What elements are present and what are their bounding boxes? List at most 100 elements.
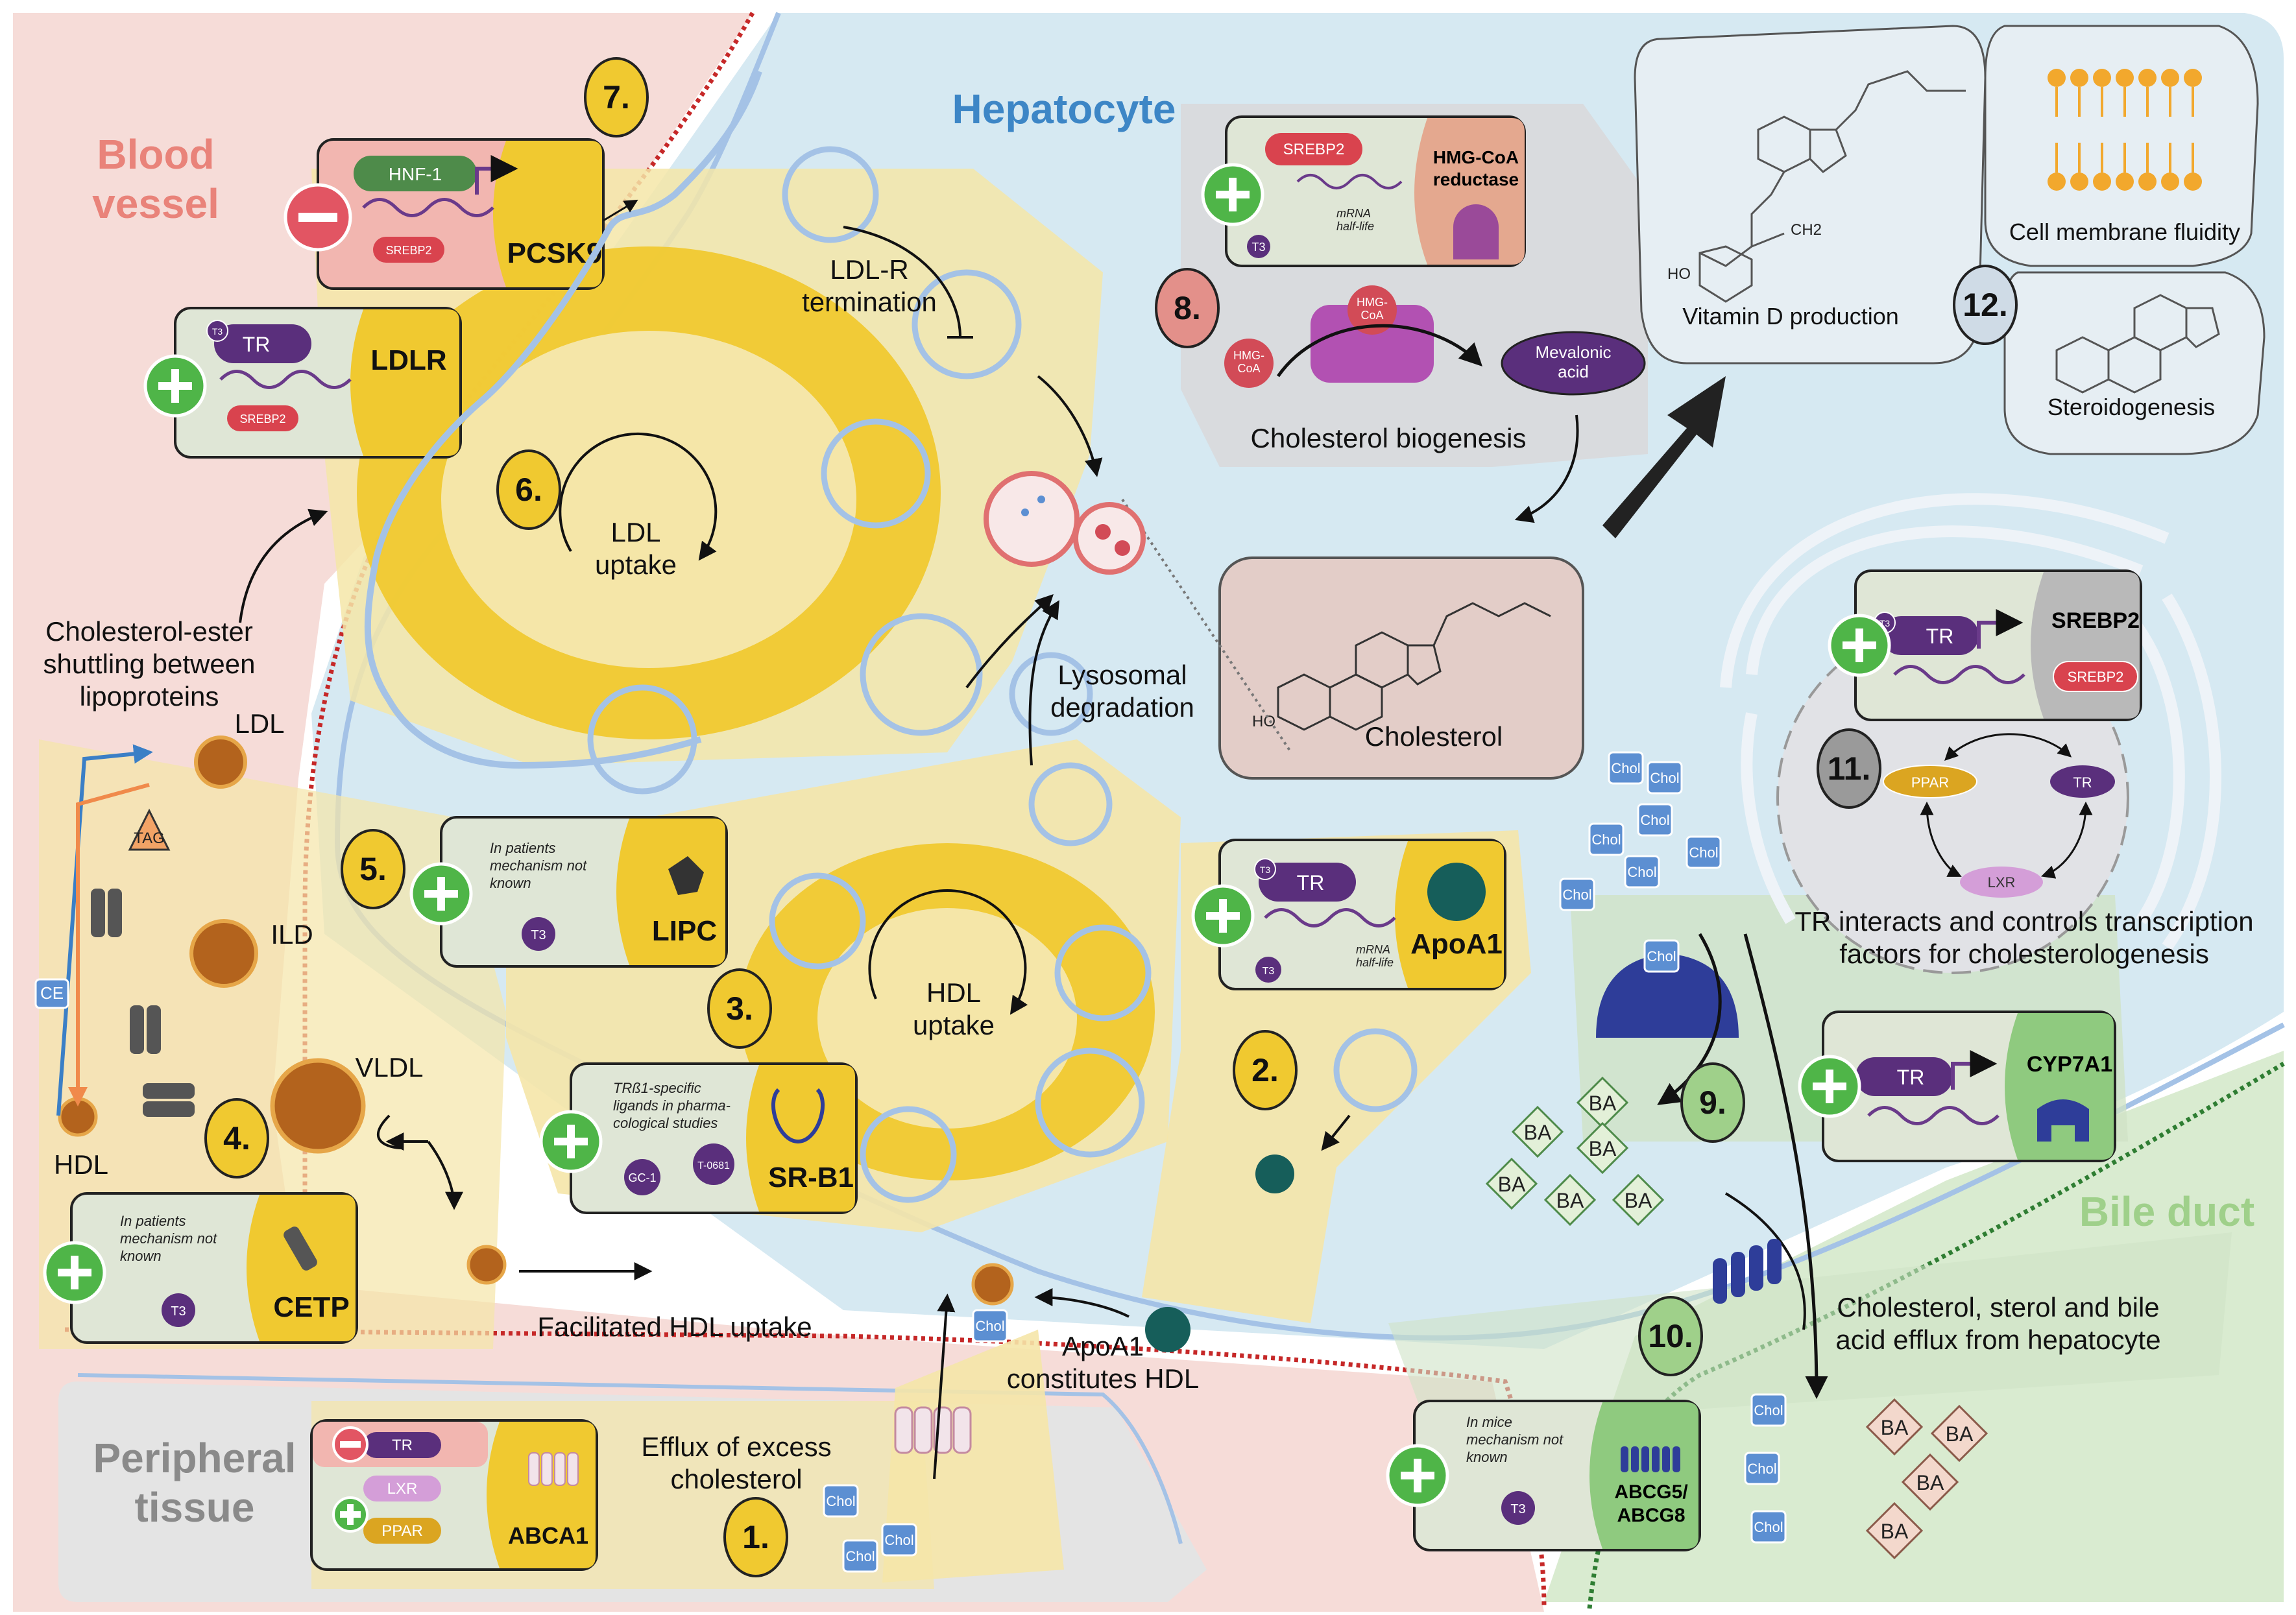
- tr-srebp2: [1881, 616, 1979, 655]
- step-8-label: 8.: [1174, 290, 1201, 326]
- srebp2-tf-pcsk9: [373, 237, 444, 263]
- bile-acid-label: BA: [1946, 1422, 1974, 1446]
- step-1-marker: [723, 1497, 788, 1577]
- vldl-label: VLDL: [355, 1052, 423, 1083]
- bile-acid-label: BA: [1524, 1121, 1552, 1144]
- lipid-head-top: [2116, 69, 2134, 87]
- chol-molecule-label: Chol: [1640, 812, 1669, 828]
- hdl-label: HDL: [54, 1149, 108, 1180]
- chol-molecule: [1750, 1393, 1787, 1427]
- ldl-uptake-inner: [441, 331, 856, 668]
- cyp7a1-enzyme-icon: [2037, 1099, 2089, 1142]
- step-2-marker: [1233, 1030, 1298, 1110]
- vitamin-d-box: [1634, 25, 1987, 365]
- lipid-head-bottom: [2184, 173, 2202, 191]
- plus-sign-abcg: [1386, 1444, 1449, 1507]
- t0681-ligand-label: T-0681: [697, 1160, 730, 1171]
- ce-marker: [34, 978, 69, 1009]
- apoa1-to-hdl-arrow: [1034, 1288, 1130, 1318]
- lxr-abca1: [363, 1476, 441, 1501]
- step-9-label: 9.: [1699, 1084, 1726, 1121]
- step-11-label: 11.: [1828, 750, 1871, 787]
- tr-lxr-link: [2041, 801, 2093, 879]
- t3-apoa1-2-label: T3: [1263, 966, 1275, 977]
- gc1-ligand: [624, 1159, 660, 1195]
- lipid-head-bottom: [2048, 173, 2066, 191]
- t3-apoa1-label: T3: [1260, 865, 1271, 875]
- ldlr-termination-arrow: [843, 226, 961, 338]
- bile-acid-molecule: [1511, 1105, 1564, 1158]
- hmg-reaction-arrow: [1276, 324, 1482, 377]
- ild-particle: [189, 919, 258, 988]
- chol-molecule-label: Chol: [845, 1548, 875, 1564]
- bile-duct-label: Bile duct: [2079, 1188, 2254, 1235]
- tr-ldlr-label: TR: [243, 333, 271, 356]
- chol-molecule: [1608, 751, 1644, 785]
- bile-acid-molecule: [1901, 1453, 1959, 1511]
- bile-acid-molecule: [1485, 1157, 1538, 1210]
- steroidogenesis-box: [2003, 271, 2266, 455]
- cyp7a1-gene-label: CYP7A1: [2027, 1052, 2112, 1077]
- hmgcoa-enzyme-icon: [1453, 204, 1499, 259]
- dna-pcsk9-1: [362, 198, 494, 217]
- srb1-receptor-icon: [771, 1088, 825, 1144]
- hnf1-tf-label: HNF-1: [389, 164, 442, 184]
- hdl-particle: [58, 1097, 98, 1137]
- srebp2-tf-pcsk9-label: SREBP2: [385, 244, 431, 257]
- tr-apoa1: [1259, 863, 1356, 902]
- step-7-label: 7.: [603, 79, 630, 115]
- tag-label: TAG: [134, 830, 165, 847]
- peripheral-membrane: [77, 1373, 1183, 1544]
- transcription-arrow-srebp2: [1977, 609, 2024, 649]
- chol-molecule: [1647, 761, 1683, 795]
- srebp2-tf-ldlr: [227, 405, 298, 431]
- ppar-tr-link: [1944, 733, 2072, 761]
- plus-sign-hmg: [1201, 163, 1264, 226]
- tr-ldlr: [214, 324, 311, 363]
- tr-cyp7a1-label: TR: [1897, 1066, 1925, 1089]
- t3-cetp: [162, 1293, 195, 1327]
- endosome-vesicles: [587, 146, 1093, 795]
- ba-efflux-arrow: [1724, 1192, 1806, 1330]
- chol-molecule-label: Chol: [1747, 1461, 1776, 1477]
- tag-marker: [128, 808, 171, 851]
- step-5-marker: [341, 829, 405, 909]
- chol-molecule-label: Chol: [1754, 1519, 1783, 1535]
- chol-molecule-label: Chol: [1611, 760, 1640, 776]
- chol-efflux-abca1-arrow: [933, 1293, 956, 1479]
- step-3-marker: [707, 968, 772, 1049]
- dna-hmg: [1296, 174, 1403, 189]
- ild-label: ILD: [271, 919, 313, 950]
- hdl-uptake-inner: [817, 908, 1077, 1129]
- chol-molecule: [842, 1539, 878, 1573]
- tr-node: [2050, 765, 2115, 798]
- plus-sign-abca1: [332, 1496, 369, 1533]
- chol-molecule: [1643, 939, 1680, 973]
- lipid-head-top: [2093, 69, 2111, 87]
- chol-molecule: [823, 1484, 859, 1518]
- nascent-hdl-particle: [971, 1263, 1014, 1306]
- abca1-transporter-icon: [528, 1452, 579, 1486]
- bile-acid-label: BA: [1589, 1137, 1617, 1160]
- tr-node-label: TR: [2073, 774, 2092, 791]
- cetp-protein-icon: [284, 1226, 317, 1271]
- t3-abcg: [1501, 1491, 1535, 1525]
- efflux-hep-zone: [1388, 1232, 2232, 1427]
- hmgcr-enzyme: [1311, 305, 1434, 383]
- step-7-marker: [584, 57, 649, 138]
- minus-sign-abca1: [332, 1426, 369, 1463]
- tag-flow-arrow: [68, 783, 150, 1107]
- abca1-gene-label: ABCA1: [508, 1522, 588, 1549]
- plus-sign-apoa1: [1191, 884, 1255, 948]
- lipid-head-bottom: [2070, 173, 2088, 191]
- hmgcoa-substrate-2: [1224, 339, 1274, 388]
- plus-sign-srebp2: [1828, 614, 1891, 677]
- to-organelles-arrow: [1602, 376, 1726, 538]
- lipid-head-top: [2161, 69, 2179, 87]
- chol-molecule: [1744, 1452, 1780, 1485]
- chol-molecule-label: Chol: [826, 1493, 855, 1509]
- bile-acid-enzyme: [1596, 953, 1739, 1038]
